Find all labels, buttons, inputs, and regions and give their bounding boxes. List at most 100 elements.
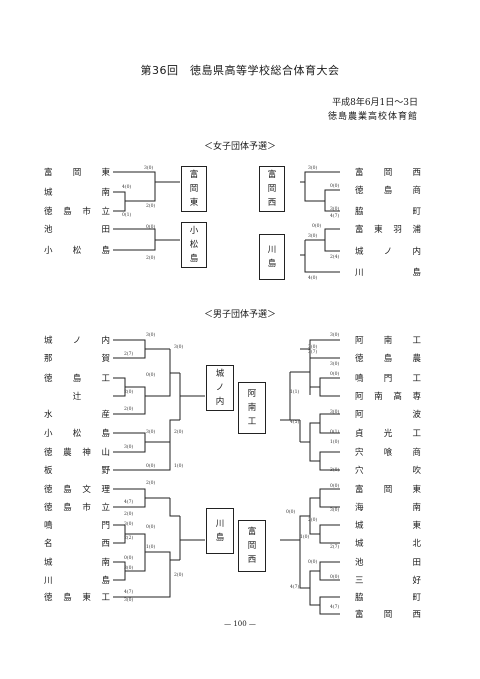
winner-box: 富岡西: [259, 166, 285, 212]
match-score: 3(0): [330, 362, 340, 367]
match-score: 4(7): [124, 500, 134, 505]
match-score: 0(0): [124, 556, 134, 561]
match-score: 3(0): [308, 234, 318, 239]
winner-box: 川島: [206, 508, 234, 554]
women-section-heading: ＜女子団体予選＞: [203, 142, 276, 152]
bracket-line: [309, 561, 340, 588]
match-score: 3(0): [330, 207, 340, 212]
bracket-line: [309, 442, 340, 471]
men-section-heading: ＜男子団体予選＞: [203, 310, 276, 320]
team-name: 徳島農: [355, 354, 421, 364]
bracket-line: [113, 377, 146, 397]
match-score: 4(5): [290, 420, 300, 425]
bracket-line: [300, 339, 340, 359]
bracket-line: [280, 515, 310, 541]
bracket-line: [290, 349, 311, 395]
team-name: 城南: [44, 558, 110, 568]
match-score: 3(0): [330, 333, 340, 338]
bracket-line: [145, 349, 180, 397]
match-score: 2(0): [146, 481, 156, 486]
match-score: 4(0): [308, 276, 318, 281]
team-name: 城北: [355, 539, 421, 549]
team-name: 阿南高専: [355, 392, 421, 402]
team-name: 小松島: [44, 429, 110, 439]
bracket-line: [113, 432, 170, 453]
match-score: 2(4): [330, 255, 340, 260]
team-name: 富岡東: [44, 168, 110, 178]
match-score: 3(7): [308, 350, 318, 355]
team-name: 水産: [44, 410, 110, 420]
match-score: 3(0): [124, 566, 134, 571]
bracket-line: [113, 171, 156, 182]
bracket-line: [113, 191, 126, 201]
bracket-line: [309, 516, 340, 544]
team-name: 鳴門: [44, 521, 110, 531]
match-score: 2(7): [330, 545, 340, 550]
match-score: 4(7): [124, 590, 134, 595]
match-score: 0(0): [312, 224, 322, 229]
team-name: 阿波: [355, 410, 421, 420]
match-score: 3(0): [330, 508, 340, 513]
match-score: 3(0): [308, 166, 318, 171]
team-name: 池田: [44, 225, 110, 235]
match-score: 3(0): [330, 468, 340, 473]
match-score: 2(7): [124, 352, 134, 357]
match-score: 0(0): [286, 510, 296, 515]
match-score: 1(0): [300, 535, 310, 540]
bracket-line: [113, 228, 180, 241]
match-score: 1(0): [174, 464, 184, 469]
bracket-line: [113, 551, 171, 598]
bracket-line: [309, 588, 340, 615]
team-name: 阿南工: [355, 336, 421, 346]
team-name: 池田: [355, 558, 421, 568]
bracket-line: [324, 189, 340, 201]
team-name: 富東羽浦: [355, 225, 421, 235]
match-score: 3(0): [174, 345, 184, 350]
match-score: 0(0): [330, 372, 340, 377]
winner-box: 富岡東: [181, 166, 207, 212]
match-score: 1(0): [146, 545, 156, 550]
match-score: 0(0): [146, 525, 156, 530]
team-name: 城南: [44, 188, 110, 198]
team-name: 城ノ内: [355, 247, 421, 257]
team-name: 徳島市立: [44, 207, 110, 217]
match-score: 0(0): [330, 575, 340, 580]
bracket-line: [309, 488, 340, 516]
match-score: 4(7): [330, 605, 340, 610]
team-name: 城ノ内: [44, 336, 110, 346]
match-score: 0(0): [330, 484, 340, 489]
team-name: 名西: [44, 539, 110, 549]
match-score: 3(0): [330, 410, 340, 415]
team-name: 徳島東工: [44, 593, 110, 603]
bracket-line: [113, 240, 156, 251]
match-score: 3(0): [124, 522, 134, 527]
team-name: 三好: [355, 576, 421, 586]
bracket-line: [113, 181, 180, 212]
bracket-line: [305, 228, 340, 241]
team-name: 富岡東: [355, 485, 421, 495]
bracket-line: [324, 240, 340, 252]
team-name: 富岡西: [355, 168, 421, 178]
match-score: 2(2): [124, 536, 134, 541]
match-score: 3(0): [124, 598, 134, 603]
page-title: 第36回 徳島県高等学校総合体育大会: [140, 64, 340, 77]
match-score: 2(0): [146, 256, 156, 261]
team-name: 川島: [355, 268, 421, 278]
match-score: 1(0): [330, 440, 340, 445]
team-name: 脇町: [355, 593, 421, 603]
match-score: 0(0): [146, 225, 156, 230]
match-score: 3(0): [124, 445, 134, 450]
bracket-line: [300, 240, 340, 273]
team-name: 脇町: [355, 207, 421, 217]
team-name: 板野: [44, 466, 110, 476]
bracket-line: [299, 540, 310, 589]
match-score: 0(0): [330, 184, 340, 189]
match-score: 2(0): [146, 204, 156, 209]
match-score: 2(0): [174, 573, 184, 578]
match-score: 2(0): [174, 430, 184, 435]
match-score: 3(0): [146, 333, 156, 338]
page-number: — 100 —: [224, 620, 256, 628]
team-name: 穴吹: [355, 466, 421, 476]
team-name: 小松島: [44, 246, 110, 256]
team-name: 徳農神山: [44, 448, 110, 458]
